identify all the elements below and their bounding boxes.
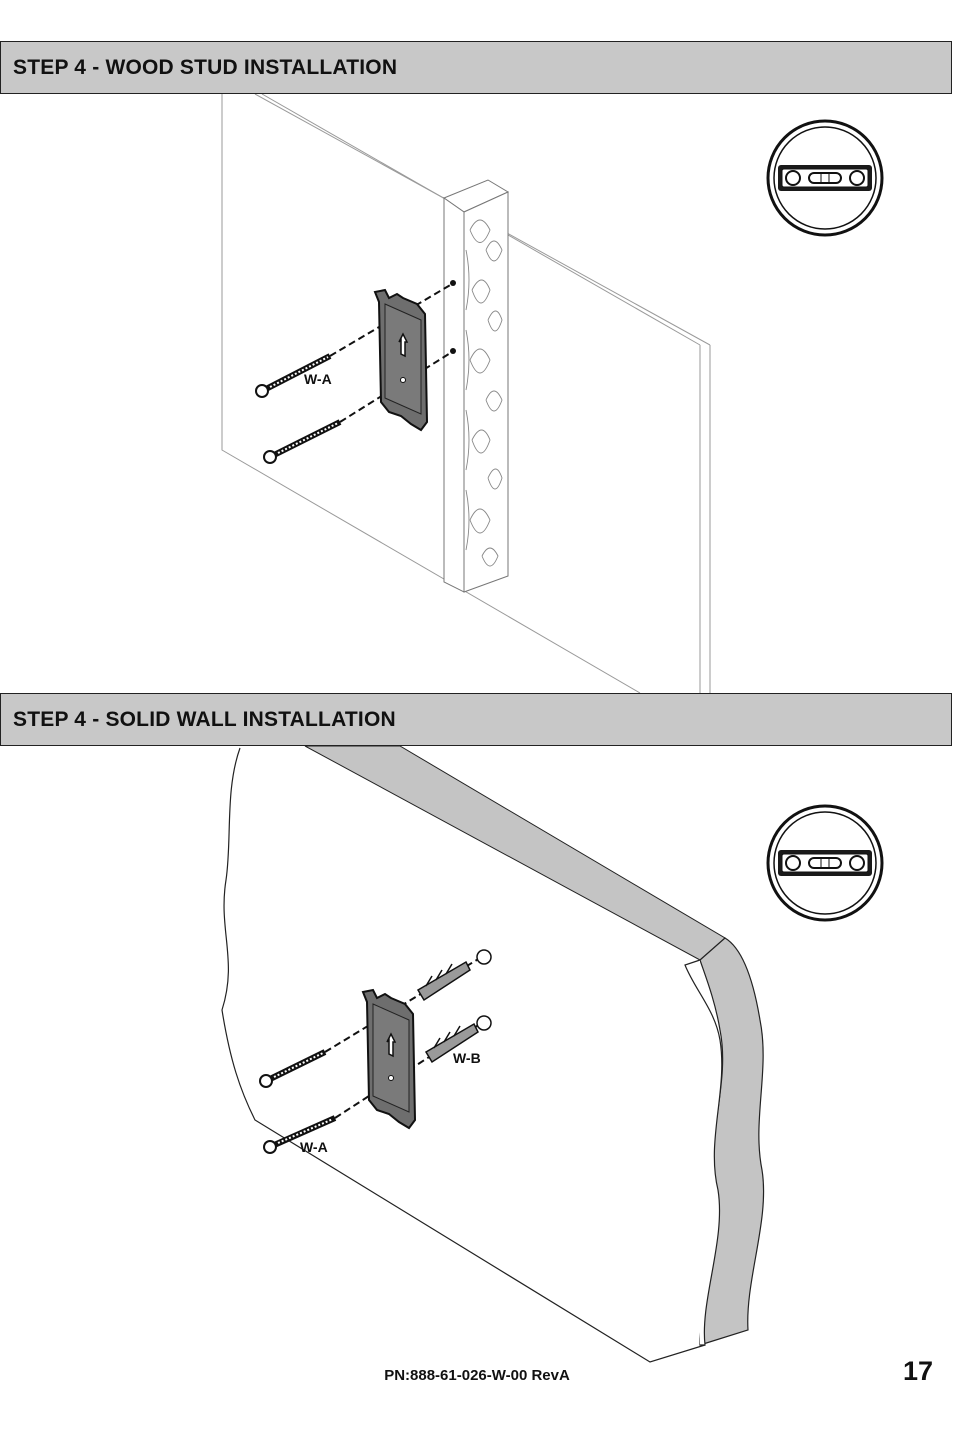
- screw-icon: [259, 1049, 327, 1088]
- screw-icon: [255, 353, 332, 398]
- drill-hole: [476, 1015, 492, 1031]
- step-header-solid-wall: STEP 4 - SOLID WALL INSTALLATION: [0, 693, 952, 746]
- wall-plate-icon: [373, 288, 429, 432]
- solid-wall-illustration: W-B W-A: [221, 746, 884, 1363]
- part-label-screw: W-A: [300, 1139, 328, 1155]
- part-label-screw: W-A: [304, 371, 332, 387]
- anchor-icon: [424, 1022, 479, 1064]
- screw-icon: [263, 419, 342, 464]
- screw-icon: [263, 1115, 337, 1154]
- wood-stud: [442, 179, 510, 593]
- page-number: 17: [903, 1356, 934, 1386]
- part-number: PN:888-61-026-W-00 RevA: [384, 1367, 570, 1384]
- arrow-up-icon: [398, 332, 409, 358]
- level-icon: [766, 119, 884, 237]
- wood-stud-illustration: W-A: [221, 94, 884, 693]
- level-icon: [766, 804, 884, 922]
- step-title: STEP 4 - WOOD STUD INSTALLATION: [13, 56, 398, 79]
- pilot-hole: [450, 280, 456, 286]
- anchor-icon: [416, 960, 471, 1002]
- solid-wall: [221, 746, 765, 1363]
- part-label-anchor: W-B: [453, 1050, 481, 1066]
- step-title: STEP 4 - SOLID WALL INSTALLATION: [13, 708, 396, 731]
- arrow-up-icon: [386, 1032, 397, 1058]
- drill-hole: [476, 949, 492, 965]
- wall-plate-icon: [361, 988, 417, 1130]
- step-header-wood-stud: STEP 4 - WOOD STUD INSTALLATION: [0, 41, 952, 94]
- pilot-hole: [450, 348, 456, 354]
